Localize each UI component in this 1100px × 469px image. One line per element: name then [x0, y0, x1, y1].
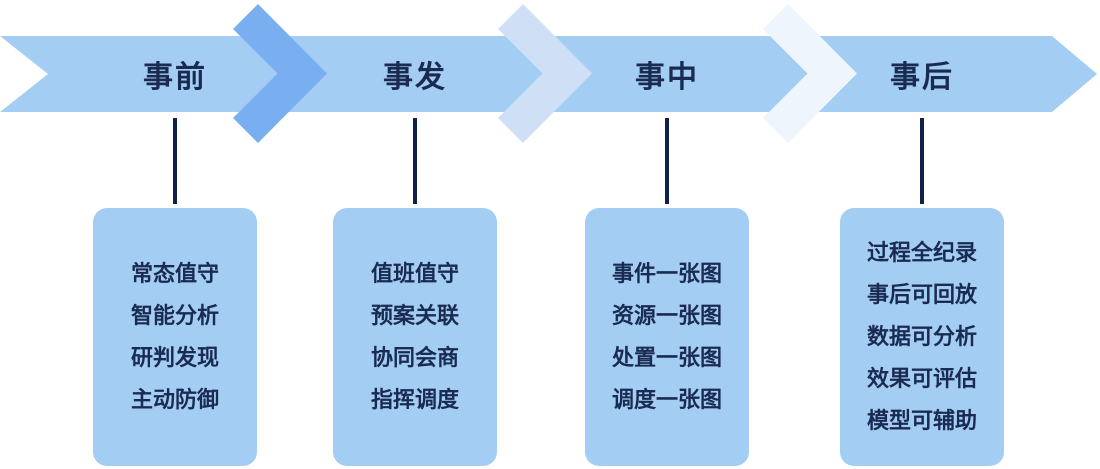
connector-line-4: [920, 118, 924, 204]
card-item: 事件一张图: [611, 261, 722, 286]
card-item: 研判发现: [130, 345, 219, 370]
chevron-right-icon-1: [233, 4, 327, 143]
card-item: 主动防御: [130, 387, 219, 412]
stage-card-after: 过程全纪录 事后可回放 数据可分析 效果可评估 模型可辅助: [840, 208, 1004, 466]
card-item: 数据可分析: [866, 324, 977, 349]
connector-line-2: [413, 118, 417, 204]
card-item: 智能分析: [130, 303, 219, 328]
card-item: 预案关联: [370, 303, 459, 328]
card-item: 协同会商: [370, 345, 459, 370]
card-item: 值班值守: [370, 261, 459, 286]
chevron-right-icon-3: [763, 4, 857, 143]
card-item: 处置一张图: [611, 345, 722, 370]
stage-label-during: 事中: [635, 61, 699, 94]
stage-card-during: 事件一张图 资源一张图 处置一张图 调度一张图: [585, 208, 749, 466]
card-item: 事后可回放: [866, 282, 977, 307]
card-item: 调度一张图: [611, 387, 722, 412]
card-item: 资源一张图: [611, 303, 722, 328]
stage-label-before: 事前: [143, 61, 207, 94]
stage-label-after: 事后: [890, 61, 954, 94]
card-item: 常态值守: [130, 261, 219, 286]
stage-card-before: 常态值守 智能分析 研判发现 主动防御: [93, 208, 257, 466]
stage-label-onset: 事发: [383, 61, 447, 94]
stage-card-onset: 值班值守 预案关联 协同会商 指挥调度: [333, 208, 497, 466]
card-item: 过程全纪录: [866, 240, 977, 265]
card-item: 效果可评估: [866, 366, 977, 391]
connector-line-3: [665, 118, 669, 204]
card-item: 指挥调度: [370, 387, 459, 412]
chevron-right-icon-2: [498, 4, 592, 143]
card-item: 模型可辅助: [866, 408, 977, 433]
connector-line-1: [173, 118, 177, 204]
